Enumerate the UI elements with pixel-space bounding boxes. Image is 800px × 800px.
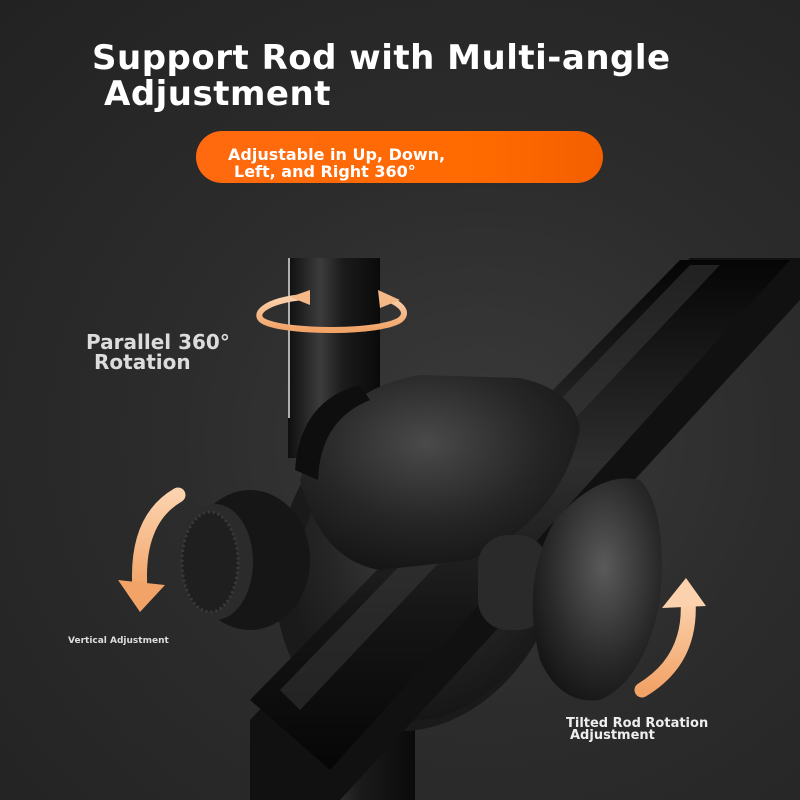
parallel-label-line-2: Rotation [94,350,191,374]
right-knob [478,478,662,701]
page-title: Support Rod with Multi-angle Adjustment [92,40,671,112]
left-knob [177,490,310,630]
parallel-label-line-1: Parallel 360° [86,330,230,354]
vertical-adjustment-label: Vertical Adjustment [68,636,169,646]
tilted-label-line-2: Adjustment [570,728,655,743]
badge-line-1: Adjustable in Up, Down, [228,145,446,164]
tilted-label-line-1: Tilted Rod Rotation [566,716,709,731]
parallel-rotation-label: Parallel 360° Rotation [86,332,230,372]
badge-line-2: Left, and Right 360° [234,162,416,181]
rotation-ring-arrow-icon [256,290,407,333]
curved-down-arrow-icon [118,487,186,612]
tilted-rotation-label: Tilted Rod Rotation Adjustment [566,716,709,743]
curved-up-arrow-icon [634,578,706,698]
title-line-2: Adjustment [104,74,331,114]
clamp-body [295,375,580,570]
feature-badge: Adjustable in Up, Down, Left, and Right … [196,131,603,183]
title-line-1: Support Rod with Multi-angle [92,38,671,78]
